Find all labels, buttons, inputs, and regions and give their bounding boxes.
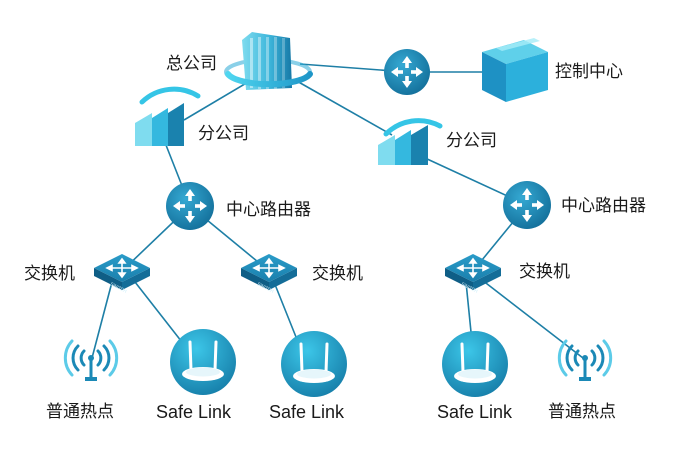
safelink-3-label: Safe Link: [437, 402, 513, 422]
safelink-ap-3-icon: [442, 331, 508, 397]
hq-building-icon: [224, 32, 313, 90]
link-switch-right-hotspot: [481, 279, 584, 359]
central-router-left-icon: [166, 182, 214, 230]
safelink-1-label: Safe Link: [156, 402, 232, 422]
router-left-label: 中心路由器: [226, 200, 311, 220]
router-top-icon: [384, 49, 430, 95]
switch-middle-icon: SWITCH: [241, 254, 297, 295]
switch-left-icon: SWITCH: [94, 254, 150, 295]
branch-right-building-icon: [378, 118, 443, 165]
switch-middle-label: 交换机: [312, 264, 363, 284]
safelink-ap-1-icon: [170, 329, 236, 395]
branch-left-label: 分公司: [198, 124, 249, 144]
branch-left-building-icon: [135, 86, 201, 146]
hotspot-right-label: 普通热点: [548, 402, 616, 422]
switch-left-label: 交换机: [24, 264, 75, 284]
switch-right-icon: SWITCH: [445, 254, 501, 295]
link-hq-branch-left: [183, 77, 256, 121]
hq-label: 总公司: [166, 54, 217, 74]
safelink-2-label: Safe Link: [269, 402, 345, 422]
safelink-ap-2-icon: [281, 331, 347, 397]
switch-right-label: 交换机: [519, 262, 570, 282]
hotspot-right-antenna-icon: [557, 339, 613, 381]
router-right-label: 中心路由器: [561, 196, 646, 216]
hotspot-left-label: 普通热点: [46, 402, 114, 422]
hotspot-left-antenna-icon: [63, 339, 119, 381]
control-center-box-icon: [482, 38, 548, 102]
control-center-label: 控制中心: [555, 62, 623, 82]
branch-right-label: 分公司: [446, 131, 497, 151]
link-hq-branch-right: [294, 79, 393, 136]
link-switch-left-hotspot: [91, 281, 113, 359]
central-router-right-icon: [503, 181, 551, 229]
